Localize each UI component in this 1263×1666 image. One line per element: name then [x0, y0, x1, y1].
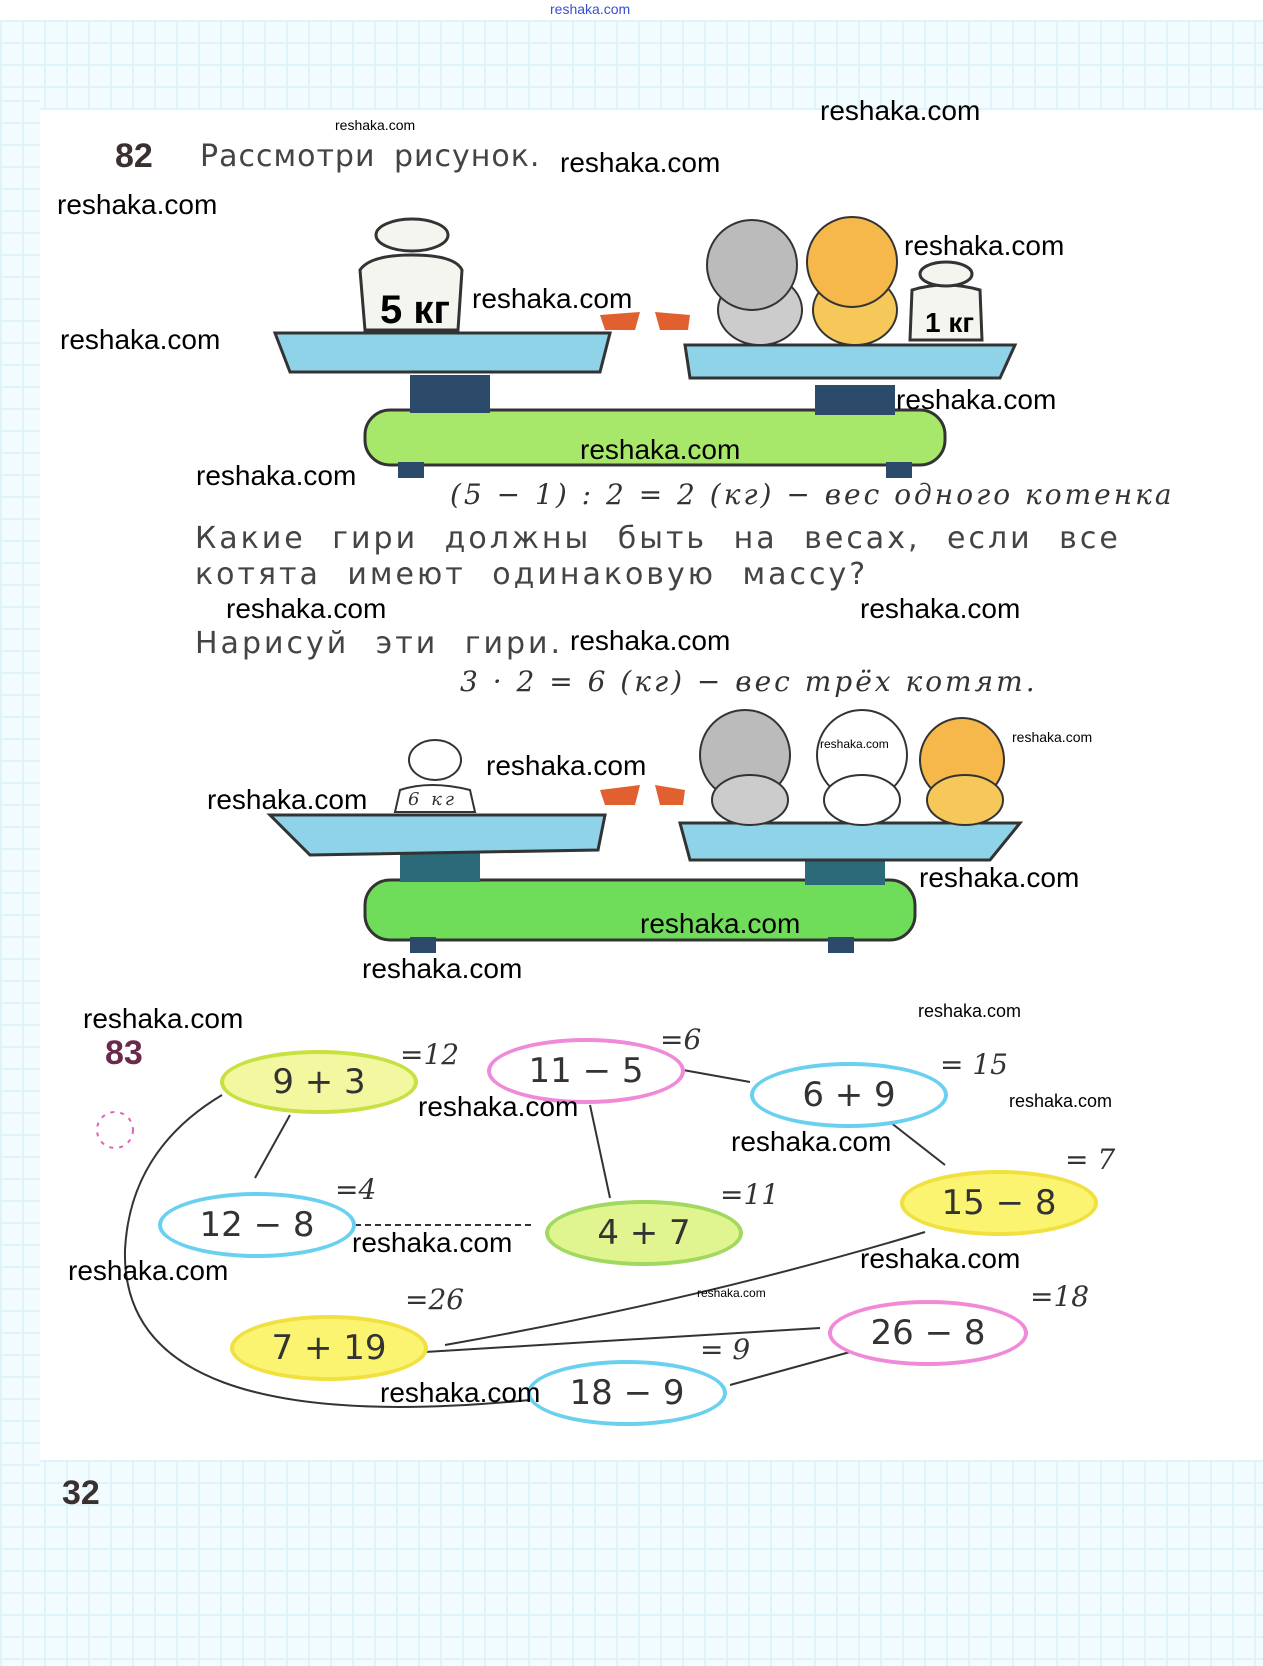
question-line-2: котята имеют одинаковую массу? — [195, 557, 869, 592]
decorative-circle-icon — [96, 1111, 134, 1149]
watermark[interactable]: reshaka.com — [904, 230, 1065, 261]
question-line-3: Нарисуй эти гири. — [195, 626, 564, 661]
watermark[interactable]: reshaka.com — [640, 908, 801, 939]
watermark[interactable]: reshaka.com — [570, 625, 731, 656]
watermark[interactable]: reshaka.com — [697, 1286, 766, 1300]
watermark[interactable]: reshaka.com — [68, 1255, 229, 1286]
node-9-plus-3: 9 + 3 — [220, 1050, 418, 1114]
node-26-minus-8: 26 − 8 — [828, 1300, 1028, 1366]
node-15-minus-8: 15 − 8 — [900, 1170, 1098, 1236]
bottom-grid-band — [0, 1460, 1263, 1666]
watermark[interactable]: reshaka.com — [860, 593, 1021, 624]
watermark[interactable]: reshaka.com — [731, 1126, 892, 1157]
node-7-plus-19: 7 + 19 — [230, 1315, 428, 1381]
kitten-gray — [706, 219, 803, 346]
result-7-plus-19: =26 — [405, 1283, 465, 1316]
left-grid-band — [0, 100, 40, 1470]
node-4-plus-7: 4 + 7 — [545, 1200, 743, 1266]
solution-line-2: 3 · 2 = 6 (кг) − вес трёх котят. — [460, 665, 1038, 698]
watermark[interactable]: reshaka.com — [352, 1227, 513, 1258]
node-11-minus-5: 11 − 5 — [487, 1038, 685, 1104]
result-4-plus-7: =11 — [720, 1178, 780, 1211]
watermark[interactable]: reshaka.com — [196, 460, 357, 491]
result-18-minus-9: = 9 — [700, 1333, 751, 1366]
task-number-83: 83 — [105, 1034, 143, 1072]
watermark[interactable]: reshaka.com — [380, 1377, 541, 1408]
task-number-82: 82 — [115, 137, 153, 175]
drawn-weight-label: 6 кг — [408, 789, 458, 810]
result-15-minus-8: = 7 — [1065, 1143, 1116, 1176]
watermark[interactable]: reshaka.com — [1009, 1091, 1113, 1111]
watermark[interactable]: reshaka.com — [418, 1091, 579, 1122]
watermark[interactable]: reshaka.com — [226, 593, 387, 624]
result-26-minus-8: =18 — [1030, 1280, 1090, 1313]
watermark[interactable]: reshaka.com — [896, 384, 1057, 415]
result-6-plus-9: = 15 — [940, 1048, 1008, 1081]
watermark[interactable]: reshaka.com — [860, 1243, 1021, 1274]
scale-1 — [272, 216, 1018, 478]
watermark[interactable]: reshaka.com — [919, 862, 1080, 893]
watermark[interactable]: reshaka.com — [83, 1003, 244, 1034]
watermark[interactable]: reshaka.com — [820, 95, 981, 126]
task83-arrows — [123, 1069, 946, 1408]
result-11-minus-5: =6 — [660, 1023, 702, 1056]
node-6-plus-9: 6 + 9 — [750, 1062, 948, 1128]
watermark[interactable]: reshaka.com — [57, 189, 218, 220]
task-prompt: Рассмотри рисунок. — [200, 139, 541, 174]
watermark[interactable]: reshaka.com — [207, 784, 368, 815]
node-18-minus-9: 18 − 9 — [527, 1360, 727, 1426]
watermark[interactable]: reshaka.com — [362, 953, 523, 984]
watermark[interactable]: reshaka.com — [60, 324, 221, 355]
watermark[interactable]: reshaka.com — [472, 283, 633, 314]
watermark[interactable]: reshaka.com — [560, 147, 721, 178]
watermark[interactable]: reshaka.com — [486, 750, 647, 781]
question-line-1: Какие гири должны быть на весах, если вс… — [195, 521, 1121, 556]
weight-1kg-label: 1 кг — [925, 307, 975, 338]
watermark[interactable]: reshaka.com — [580, 434, 741, 465]
watermark[interactable]: reshaka.com — [820, 737, 889, 751]
solution-line-1: (5 − 1) : 2 = 2 (кг) − вес одного котенк… — [450, 478, 1175, 511]
header-watermark[interactable]: reshaka.com — [550, 1, 631, 17]
watermark[interactable]: reshaka.com — [918, 1001, 1022, 1021]
result-9-plus-3: =12 — [400, 1038, 460, 1071]
kitten-orange — [806, 216, 898, 346]
node-12-minus-8: 12 − 8 — [158, 1192, 356, 1258]
result-12-minus-8: =4 — [335, 1173, 377, 1206]
weight-5kg-label: 5 кг — [380, 288, 451, 332]
watermark[interactable]: reshaka.com — [1012, 729, 1093, 745]
top-grid-band — [0, 20, 1263, 110]
page-number: 32 — [62, 1474, 100, 1512]
watermark[interactable]: reshaka.com — [335, 117, 416, 133]
scale-2 — [266, 709, 1024, 953]
